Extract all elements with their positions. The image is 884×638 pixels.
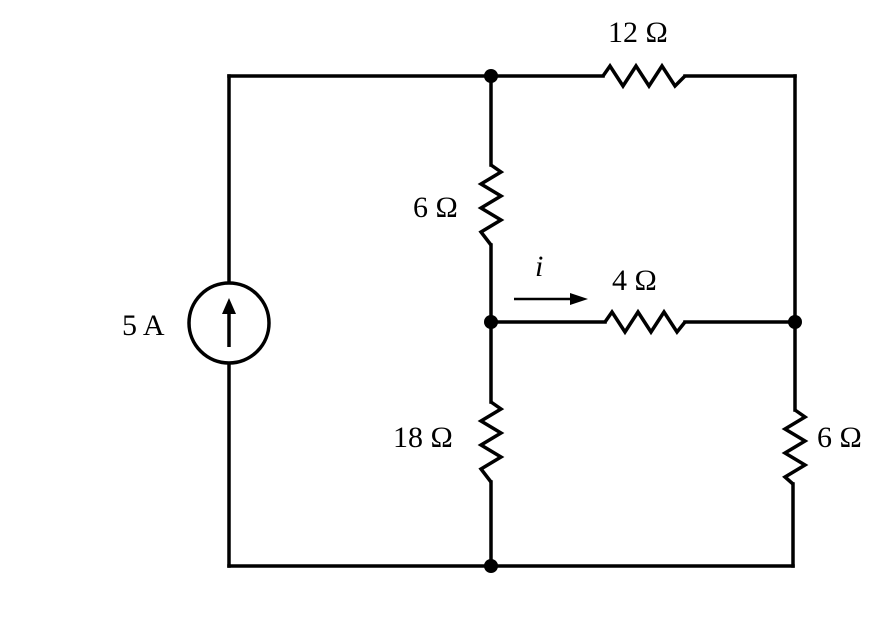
label-current-i: i [535, 250, 543, 283]
current-arrow [514, 293, 588, 305]
label-12-ohm: 12 Ω [608, 16, 668, 49]
resistor-6-ohm-middle [477, 163, 505, 247]
wires [227, 74, 797, 568]
up-arrow-icon [222, 298, 236, 314]
node-bottom-middle [484, 559, 498, 573]
current-source [187, 281, 271, 365]
label-source: 5 A [122, 309, 165, 342]
resistor-6-ohm-right [781, 408, 809, 486]
right-arrow-icon [570, 293, 588, 305]
resistor-12-ohm [601, 62, 687, 90]
node-center [484, 315, 498, 329]
resistor-4-ohm [603, 308, 687, 336]
label-18-ohm: 18 Ω [393, 421, 453, 454]
label-6-ohm-middle: 6 Ω [413, 191, 458, 224]
node-right [788, 315, 802, 329]
label-6-ohm-right: 6 Ω [817, 421, 862, 454]
resistor-18-ohm [477, 400, 505, 484]
label-4-ohm: 4 Ω [612, 264, 657, 297]
node-top-middle [484, 69, 498, 83]
